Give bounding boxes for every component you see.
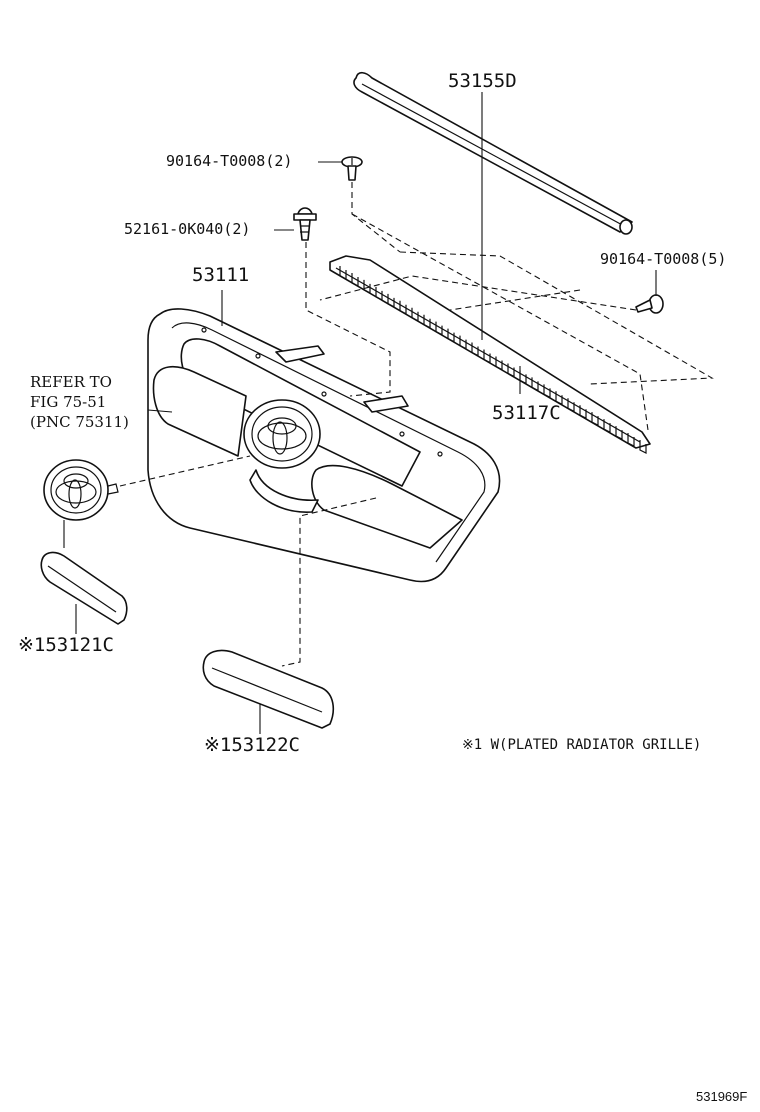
bracket-tooth bbox=[363, 279, 371, 294]
label-53111: 53111 bbox=[192, 264, 250, 286]
label-53122c: ※153122C bbox=[204, 734, 300, 756]
bracket-tooth bbox=[591, 412, 599, 427]
bracket-tooth bbox=[555, 391, 563, 406]
bracket-tooth bbox=[351, 272, 359, 287]
refer-line-1: REFER TO bbox=[30, 373, 112, 391]
bracket-tooth bbox=[639, 440, 647, 454]
assembly-dash-lines bbox=[119, 182, 714, 667]
bracket-tooth bbox=[495, 356, 503, 371]
molding-53121c bbox=[40, 551, 128, 625]
label-90164-right: 90164-T0008(5) bbox=[600, 250, 727, 268]
refer-line-2: FIG 75-51 bbox=[30, 393, 107, 411]
bracket-tooth bbox=[423, 314, 431, 329]
label-53155d: 53155D bbox=[448, 70, 517, 92]
molding-53122c bbox=[202, 649, 335, 729]
refer-note: REFER TO FIG 75-51 (PNC 75311) bbox=[30, 372, 129, 432]
bracket-tooth bbox=[399, 300, 407, 315]
label-53117c: 53117C bbox=[492, 402, 561, 424]
bracket-tooth bbox=[471, 342, 479, 357]
screw-90164-right-icon bbox=[635, 294, 664, 314]
bracket-tooth bbox=[375, 286, 383, 301]
refer-line-3: (PNC 75311) bbox=[30, 413, 129, 431]
clip-90164-top-icon bbox=[341, 156, 363, 181]
label-52161: 52161-0K040(2) bbox=[124, 220, 251, 238]
bracket-tooth bbox=[627, 433, 635, 448]
molding-strip-53155d bbox=[353, 71, 633, 235]
label-90164-top: 90164-T0008(2) bbox=[166, 152, 293, 170]
bracket-tooth bbox=[483, 349, 491, 364]
label-53121c: ※153121C bbox=[18, 634, 114, 656]
clip-52161-icon bbox=[293, 207, 317, 241]
bracket-tooth bbox=[543, 384, 551, 399]
bracket-tooth bbox=[579, 405, 587, 420]
toyota-emblem-icon bbox=[43, 459, 119, 521]
bracket-tooth bbox=[459, 335, 467, 350]
bracket-tooth bbox=[519, 370, 527, 385]
bracket-tooth bbox=[603, 419, 611, 434]
bracket-tooth bbox=[411, 307, 419, 322]
bracket-tooth bbox=[435, 321, 443, 336]
note-plated-grille: ※1 W(PLATED RADIATOR GRILLE) bbox=[462, 737, 702, 753]
bracket-tooth bbox=[447, 328, 455, 343]
bracket-tooth bbox=[387, 293, 395, 308]
drawing-number: 531969F bbox=[696, 1089, 748, 1104]
bracket-teeth bbox=[339, 266, 647, 454]
leader-lines bbox=[63, 92, 657, 734]
bracket-tooth bbox=[615, 426, 623, 441]
radiator-grille-53111 bbox=[147, 308, 501, 583]
bracket-tooth bbox=[567, 398, 575, 413]
bracket-tooth bbox=[531, 377, 539, 392]
bracket-tooth bbox=[339, 266, 347, 280]
bracket-tooth bbox=[507, 363, 515, 378]
